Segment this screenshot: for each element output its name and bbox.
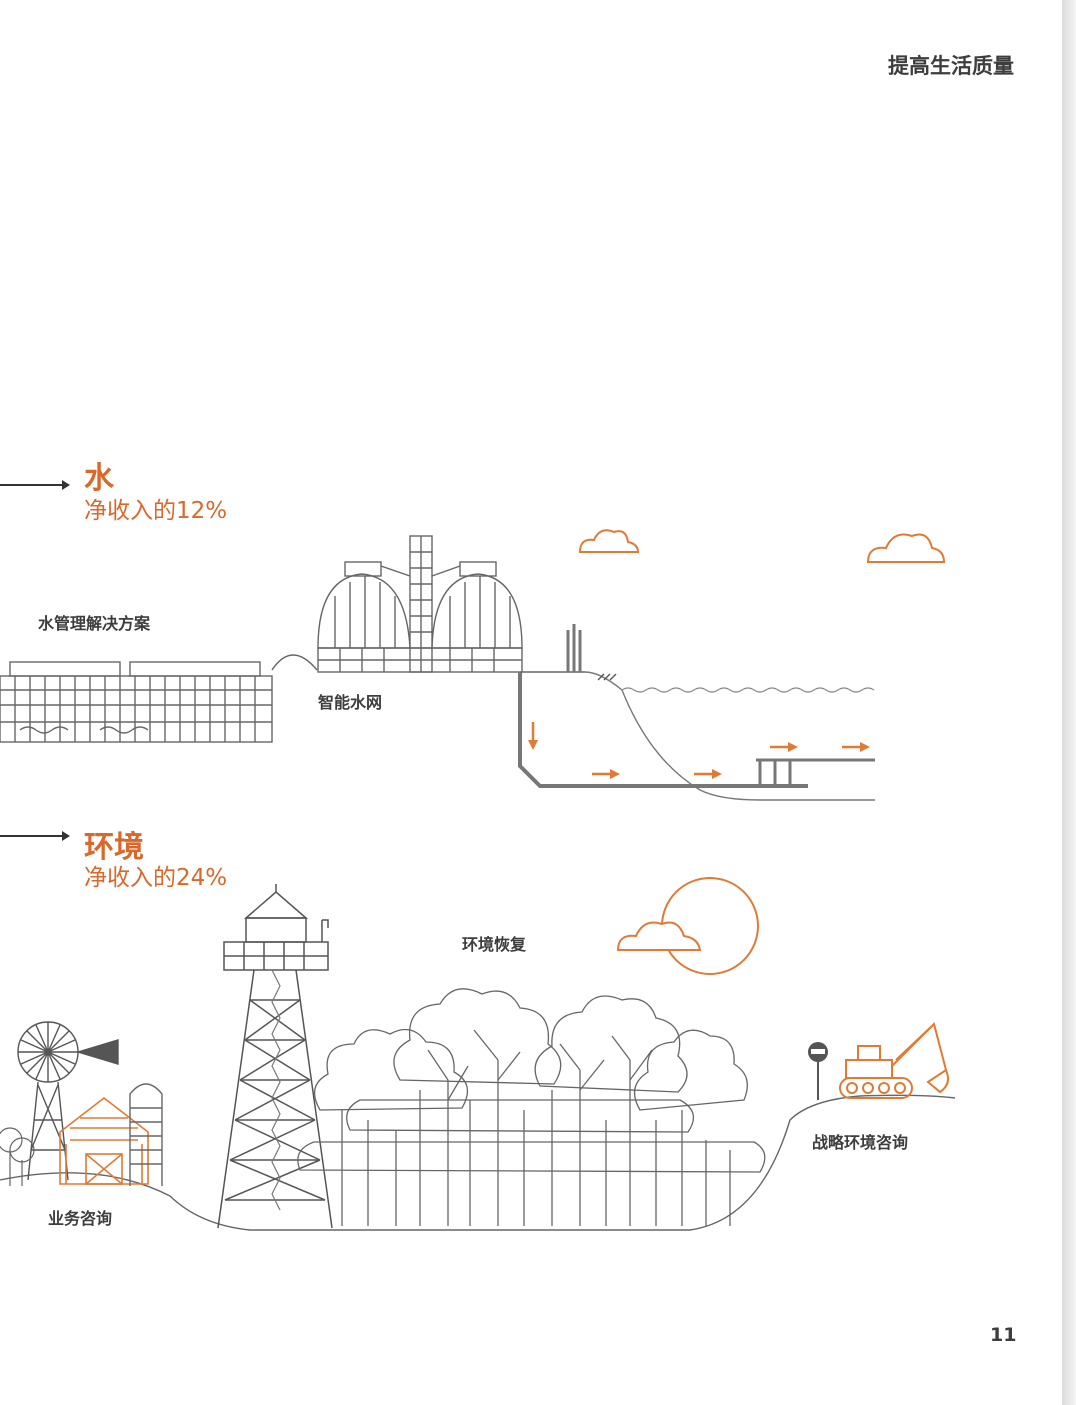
no-entry-sign-icon xyxy=(808,1042,828,1100)
smart-water-grid-label: 智能水网 xyxy=(318,693,383,712)
water-pipe-system-icon xyxy=(518,624,875,801)
water-solutions-label: 水管理解决方案 xyxy=(38,614,151,633)
water-section-subtitle: 净收入的12% xyxy=(84,498,228,524)
flow-arrows-icon xyxy=(528,722,870,779)
digester-domes-icon xyxy=(317,535,523,673)
page-edge-shadow xyxy=(1062,0,1076,1405)
water-treatment-plant-icon xyxy=(0,654,318,743)
header-title: 提高生活质量 xyxy=(888,54,1014,78)
water-section-title: 水 xyxy=(84,461,114,496)
lookout-tower-icon xyxy=(217,884,333,1229)
windmill-icon xyxy=(17,1021,119,1181)
strategic-environment-consulting-label: 战略环境咨询 xyxy=(812,1133,909,1152)
page-number: 11 xyxy=(990,1324,1017,1346)
barn-icon xyxy=(59,1096,149,1185)
excavator-icon xyxy=(839,1022,949,1099)
environment-restoration-label: 环境恢复 xyxy=(462,935,527,954)
environment-section-title: 环境 xyxy=(84,830,144,865)
forest-icon xyxy=(297,988,766,1226)
ground-line xyxy=(0,1094,956,1231)
cloud-icon xyxy=(866,533,946,563)
silo-icon xyxy=(129,1083,163,1186)
environment-section-subtitle: 净收入的24% xyxy=(84,865,228,891)
cloud-icon xyxy=(578,529,640,553)
small-trees-icon xyxy=(0,1127,35,1186)
sun-with-cloud-icon xyxy=(616,877,759,975)
environment-pointer-arrow-icon xyxy=(0,831,70,841)
business-consulting-label: 业务咨询 xyxy=(48,1209,113,1228)
water-pointer-arrow-icon xyxy=(0,480,70,490)
